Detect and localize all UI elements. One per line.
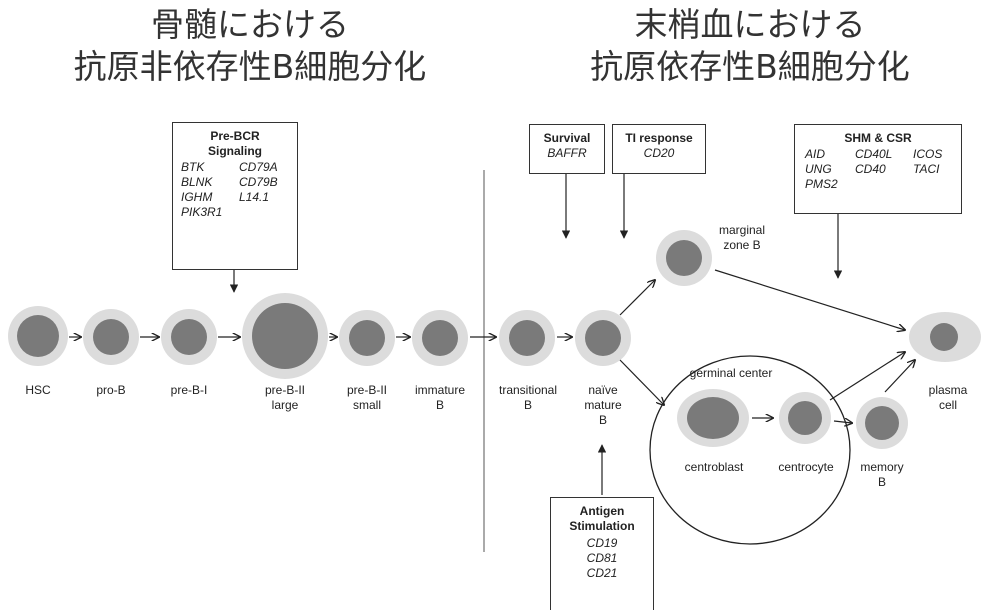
pre-bcr-title-line2: Signaling: [208, 144, 262, 158]
gene-cd79a: CD79A: [239, 160, 278, 174]
label-pre-b-ii-large: pre-B-II large: [264, 383, 305, 412]
label-marginal-zone-b: marginal zone B: [718, 223, 766, 252]
cell-centrocyte: [779, 392, 831, 444]
gene-cd20: CD20: [643, 146, 675, 160]
shm-genes-col1: AID UNG PMS2: [805, 147, 855, 192]
title-right-line2: 抗原依存性B細胞分化: [590, 47, 910, 86]
gene-taci: TACI: [913, 162, 940, 176]
title-left: 骨髄における 抗原非依存性B細胞分化: [40, 4, 460, 88]
gene-ung: UNG: [805, 162, 832, 176]
gene-cd40: CD40: [855, 162, 886, 176]
arrow-naive-to-marginal: [619, 280, 655, 316]
label-hsc: HSC: [25, 383, 51, 397]
box-survival: Survival BAFFR: [529, 124, 605, 174]
gene-pms2: PMS2: [805, 177, 838, 191]
gene-aid: AID: [805, 147, 826, 161]
arrow-naive-to-centroblast: [619, 359, 664, 405]
box-antigen-stimulation: Antigen Stimulation CD19 CD81 CD21: [550, 497, 654, 610]
label-plasma-cell: plasma cell: [928, 383, 968, 412]
survival-title: Survival: [543, 131, 591, 145]
gene-blnk: BLNK: [181, 175, 213, 189]
arrow-centrocyte-to-plasma: [829, 352, 905, 401]
pre-bcr-genes-col1: BTK BLNK IGHM PIK3R1: [181, 160, 239, 220]
gene-cd19: CD19: [586, 536, 618, 550]
pre-bcr-title-line1: Pre-BCR: [210, 129, 260, 143]
gene-cd79b: CD79B: [239, 175, 278, 189]
arrow-memory-to-plasma: [884, 360, 915, 393]
cell-memory-b: [856, 397, 908, 449]
label-memory-b: memory B: [860, 460, 904, 489]
title-right: 末梢血における 抗原依存性B細胞分化: [540, 4, 960, 88]
cell-transitional-b: [499, 310, 555, 366]
gene-cd21: CD21: [586, 566, 618, 580]
antigen-title-line1: Antigen: [579, 504, 625, 518]
cell-pre-b-i: [161, 309, 217, 365]
cell-naive-mature-b: [575, 310, 631, 366]
box-shm-csr: SHM & CSR AID UNG PMS2 CD40L CD40 ICOS T…: [794, 124, 962, 214]
box-pre-bcr-signaling: Pre-BCR Signaling BTK BLNK IGHM PIK3R1 C…: [172, 122, 298, 270]
cell-plasma: [909, 312, 981, 362]
shm-genes-col2: CD40L CD40: [855, 147, 913, 192]
label-immature-b: immature B: [414, 383, 465, 412]
cell-pre-b-ii-large: [242, 293, 328, 379]
label-centrocyte: centrocyte: [778, 460, 834, 474]
label-pre-b-ii-small: pre-B-II small: [346, 383, 387, 412]
label-transitional-b: transitional B: [498, 383, 558, 412]
cell-hsc: [8, 306, 68, 366]
title-left-line1: 骨髄における: [151, 5, 349, 44]
germinal-center-region: [649, 355, 851, 545]
gene-icos: ICOS: [913, 147, 943, 161]
label-germinal-center: germinal center: [689, 366, 773, 380]
box-ti-response: TI response CD20: [612, 124, 706, 174]
cell-pre-b-ii-small: [339, 310, 395, 366]
label-naive-mature-b: naïve mature B: [584, 383, 622, 427]
antigen-title-line2: Stimulation: [569, 519, 635, 533]
cell-marginal-zone-b: [656, 230, 712, 286]
gene-cd40l: CD40L: [855, 147, 893, 161]
title-left-line2: 抗原非依存性B細胞分化: [73, 47, 427, 86]
shm-genes-col3: ICOS TACI: [913, 147, 942, 192]
cell-pro-b: [83, 309, 139, 365]
arrow-marginal-to-plasma: [714, 269, 905, 330]
title-right-line1: 末梢血における: [634, 5, 866, 44]
cell-centroblast: [677, 389, 749, 447]
label-centroblast: centroblast: [684, 460, 744, 474]
shm-csr-title: SHM & CSR: [844, 131, 912, 145]
gene-btk: BTK: [181, 160, 205, 174]
label-pro-b: pro-B: [96, 383, 126, 397]
pre-bcr-genes-col2: CD79A CD79B L14.1: [239, 160, 278, 220]
label-pre-b-i: pre-B-I: [170, 383, 208, 397]
gene-baffr: BAFFR: [547, 146, 587, 160]
arrow-centrocyte-to-memory: [833, 421, 852, 423]
gene-ighm: IGHM: [181, 190, 213, 204]
cell-immature-b: [412, 310, 468, 366]
gene-cd81: CD81: [586, 551, 618, 565]
gene-pik3r1: PIK3R1: [181, 205, 223, 219]
ti-response-title: TI response: [625, 131, 693, 145]
gene-l14-1: L14.1: [239, 190, 270, 204]
